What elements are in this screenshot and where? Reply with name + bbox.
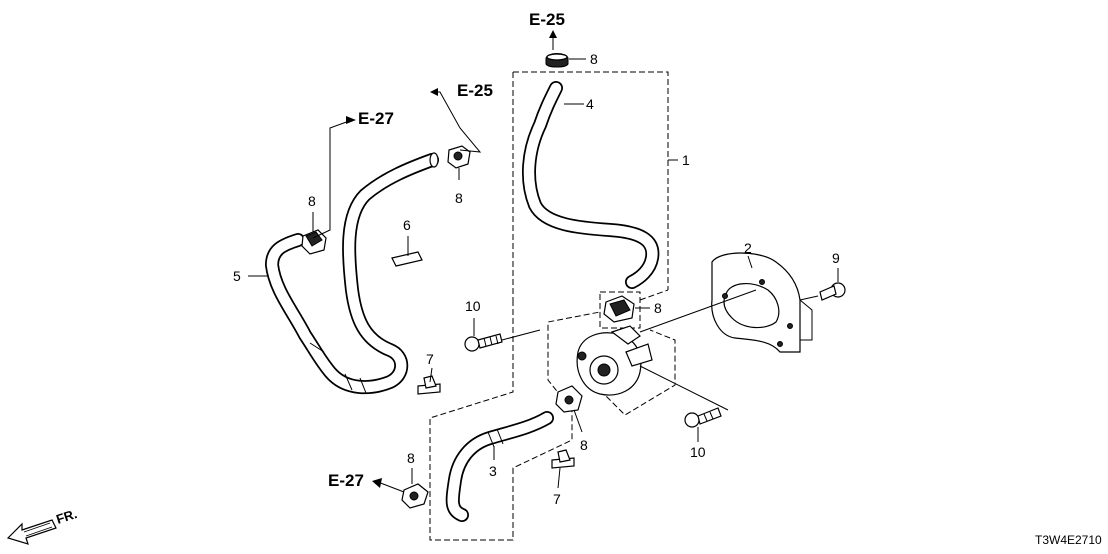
reference-arrows bbox=[346, 30, 557, 488]
clamp-8-upper-left bbox=[447, 145, 471, 169]
part-number-10-right: 10 bbox=[690, 444, 706, 460]
hose-3 bbox=[445, 411, 554, 522]
reference-e25-left: E-25 bbox=[457, 81, 493, 100]
reference-e27-left: E-27 bbox=[358, 109, 394, 128]
bolt-9 bbox=[819, 282, 846, 301]
part-number-10-left: 10 bbox=[465, 298, 481, 314]
clip-7-left bbox=[417, 375, 441, 395]
part-number-8-lower: 8 bbox=[580, 437, 588, 453]
clip-7-bottom bbox=[551, 449, 575, 469]
leader-lines bbox=[248, 58, 839, 493]
clamp-8-top bbox=[545, 53, 569, 68]
part-number-5: 5 bbox=[233, 268, 241, 284]
clamp-8-mid bbox=[603, 295, 635, 323]
clamp-8-bottom-left bbox=[401, 483, 429, 509]
water-pump bbox=[576, 325, 653, 396]
part-number-8-left: 8 bbox=[308, 193, 316, 209]
bolt-10-left bbox=[464, 333, 503, 352]
part-number-9: 9 bbox=[832, 250, 840, 266]
part-number-8-top: 8 bbox=[590, 51, 598, 67]
clip-6 bbox=[391, 251, 423, 267]
part-number-3: 3 bbox=[489, 463, 497, 479]
reference-e25-top: E-25 bbox=[529, 10, 565, 29]
bolt-10-right bbox=[684, 407, 722, 428]
reference-e27-bottom: E-27 bbox=[328, 471, 364, 490]
part-number-7-left: 7 bbox=[426, 351, 434, 367]
assembly-outline-1 bbox=[429, 71, 676, 541]
diagram-code: T3W4E2710 bbox=[1035, 533, 1102, 547]
part-number-2: 2 bbox=[744, 240, 752, 256]
front-label: FR. bbox=[54, 506, 79, 527]
part-number-8-upper-left: 8 bbox=[455, 190, 463, 206]
part-number-8-mid: 8 bbox=[654, 300, 662, 316]
hose-5 bbox=[265, 152, 439, 395]
front-arrow-icon bbox=[6, 519, 57, 545]
part-number-7-bottom: 7 bbox=[553, 491, 561, 507]
part-number-4: 4 bbox=[586, 96, 594, 112]
hose-4 bbox=[521, 81, 660, 289]
clamp-8-lower bbox=[555, 385, 583, 413]
bracket-2 bbox=[711, 252, 801, 353]
part-number-8-bottom-left: 8 bbox=[407, 450, 415, 466]
part-number-1: 1 bbox=[682, 152, 690, 168]
part-number-6: 6 bbox=[403, 217, 411, 233]
